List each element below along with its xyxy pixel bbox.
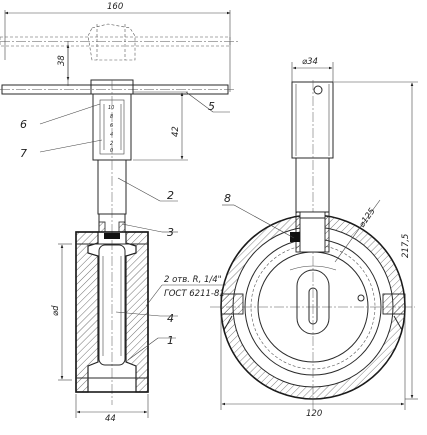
front-view: ⌀34 [210, 57, 418, 419]
dim-handle-height: 42 [171, 126, 181, 137]
callout-2: 2 [167, 189, 174, 202]
stem-section [290, 211, 330, 253]
dimension-housing-diameter: ⌀34 [291, 57, 334, 82]
indicator-scale: 10 8 6 4 2 0 [103, 104, 122, 154]
dim-flange-width: 120 [306, 409, 322, 419]
dim-bolt-circle: ⌀125 [357, 207, 377, 230]
handle-bar [0, 84, 236, 95]
callout-3: 3 [167, 226, 174, 239]
callout-5: 5 [208, 100, 215, 113]
dim-bore: ⌀d [51, 305, 61, 316]
callout-leaders [39, 91, 230, 361]
disc-front [289, 265, 365, 335]
callout-8-leader [222, 204, 295, 239]
dimension-left-offset: 38 [57, 41, 70, 86]
callout-1: 1 [167, 334, 174, 347]
dim-housing-diameter: ⌀34 [302, 57, 318, 67]
dimension-overall-length: 160 [4, 2, 231, 92]
dimension-overall-height: 217,5 [334, 81, 418, 400]
valve-body-section [75, 231, 149, 393]
dim-overall-height: 217,5 [401, 234, 411, 258]
note-line-2: ГОСТ 6211-81 [164, 289, 225, 299]
callout-8: 8 [224, 192, 231, 205]
side-view: 160 38 10 8 6 [0, 2, 240, 424]
dim-left-offset: 38 [57, 55, 67, 66]
svg-text:0: 0 [110, 148, 113, 154]
note-line-1: 2 отв. R, 1/4" [164, 275, 222, 285]
dimension-flange-width: 120 [220, 316, 406, 419]
stem [97, 80, 127, 405]
callout-7: 7 [20, 147, 27, 160]
housing-head [291, 81, 334, 213]
flange-lugs [220, 293, 406, 331]
dimension-body-width: 44 [75, 394, 149, 424]
handle-alternate-position [0, 23, 240, 61]
dim-overall-length: 160 [107, 2, 123, 12]
dim-body-width: 44 [105, 414, 116, 424]
thread-note: 2 отв. R, 1/4" ГОСТ 6211-81 [145, 275, 226, 307]
svg-text:8: 8 [110, 114, 113, 120]
svg-text:10: 10 [108, 105, 114, 111]
dimension-bore: ⌀d [51, 243, 72, 381]
svg-text:6: 6 [110, 123, 113, 129]
callout-4: 4 [167, 312, 174, 325]
callout-6: 6 [20, 118, 27, 131]
svg-text:4: 4 [110, 132, 113, 138]
dimension-handle-height: 42 [133, 91, 188, 161]
svg-text:2: 2 [110, 141, 113, 147]
